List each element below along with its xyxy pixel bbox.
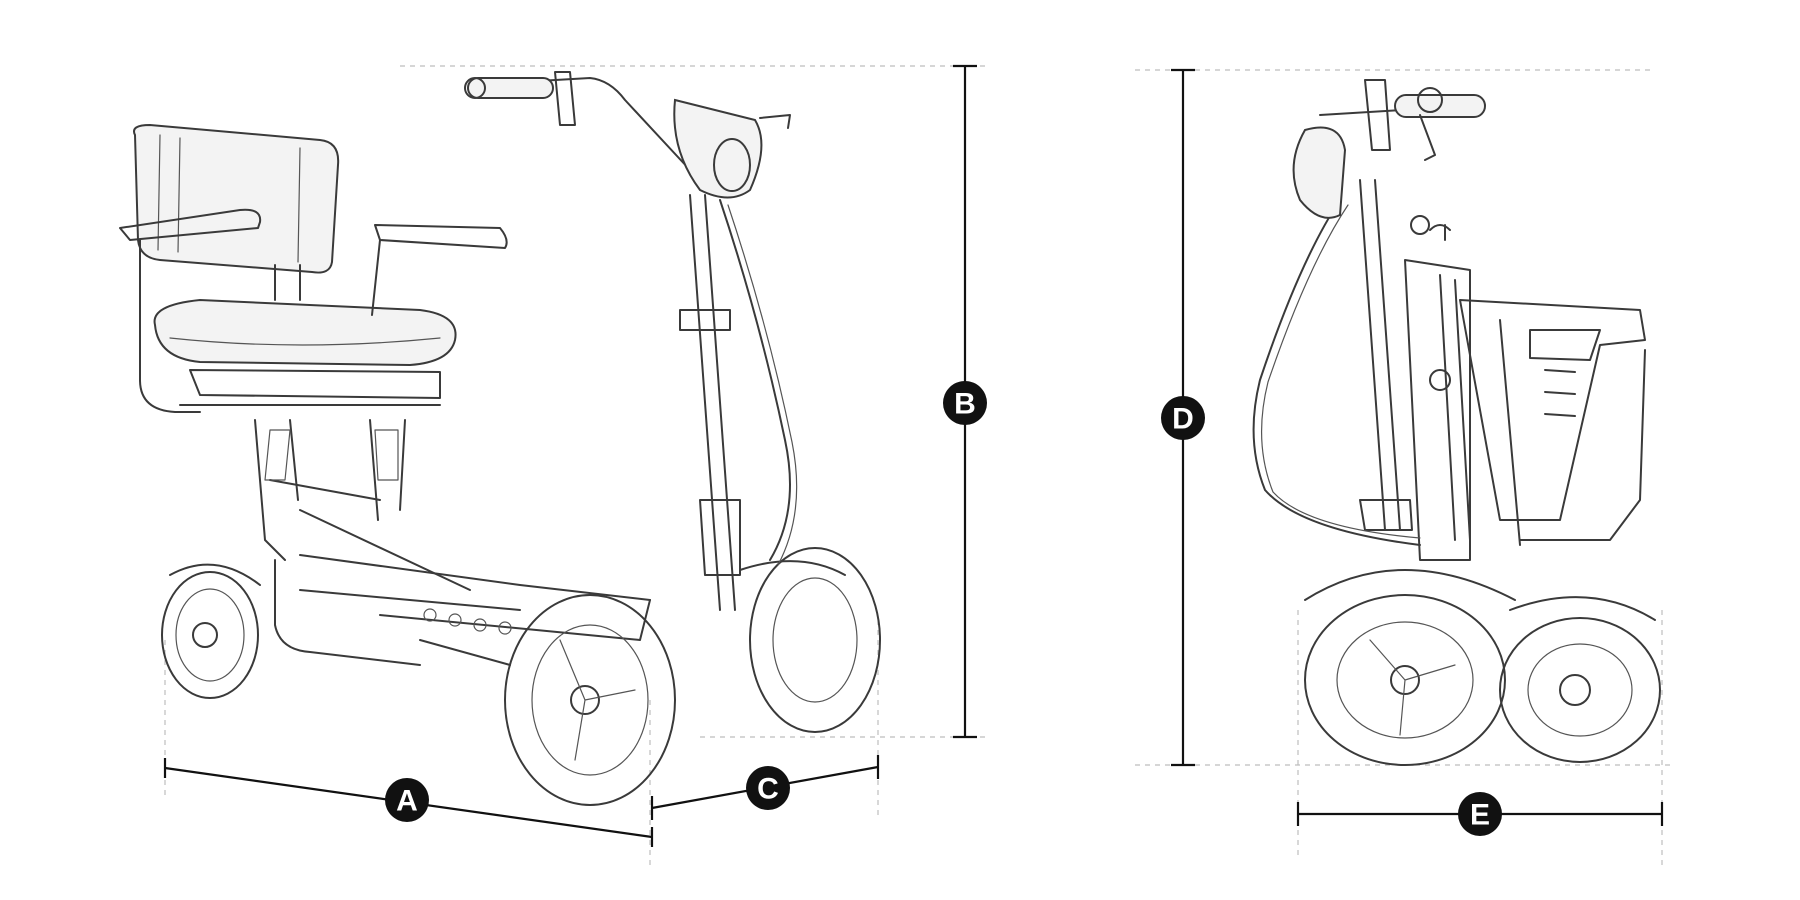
dimension-badge-a bbox=[385, 778, 429, 822]
dimension-label-b: B bbox=[954, 388, 976, 421]
steering-column-sketch bbox=[464, 71, 798, 611]
dimension-b: B bbox=[943, 64, 987, 739]
dimension-c: C bbox=[650, 755, 880, 820]
dimension-label-e: E bbox=[1470, 799, 1490, 832]
folded-handlebar-sketch bbox=[1292, 79, 1486, 219]
seat-sketch bbox=[133, 123, 457, 406]
dimension-e: E bbox=[1296, 792, 1664, 836]
dimension-label-a: A bbox=[396, 785, 418, 818]
dimension-a: A bbox=[163, 758, 654, 847]
armrest-sketch bbox=[119, 208, 508, 413]
front-wheel-right-sketch bbox=[739, 547, 881, 733]
folded-frame-sketch bbox=[1252, 179, 1646, 561]
dimension-label-d: D bbox=[1172, 403, 1194, 436]
unfolded-scooter-view: A B C bbox=[119, 64, 990, 870]
dimension-badge-c bbox=[746, 766, 790, 810]
front-wheel-left-sketch bbox=[504, 594, 676, 806]
rear-wheel-sketch bbox=[161, 563, 261, 699]
folded-scooter-view: D E bbox=[1135, 68, 1670, 865]
chassis-sketch bbox=[254, 419, 651, 666]
dimension-badge-b bbox=[943, 381, 987, 425]
dimension-d: D bbox=[1161, 68, 1205, 767]
dimension-badge-d bbox=[1161, 396, 1205, 440]
folded-wheels-sketch bbox=[1304, 569, 1661, 766]
dimension-badge-e bbox=[1458, 792, 1502, 836]
dimension-label-c: C bbox=[757, 773, 779, 806]
